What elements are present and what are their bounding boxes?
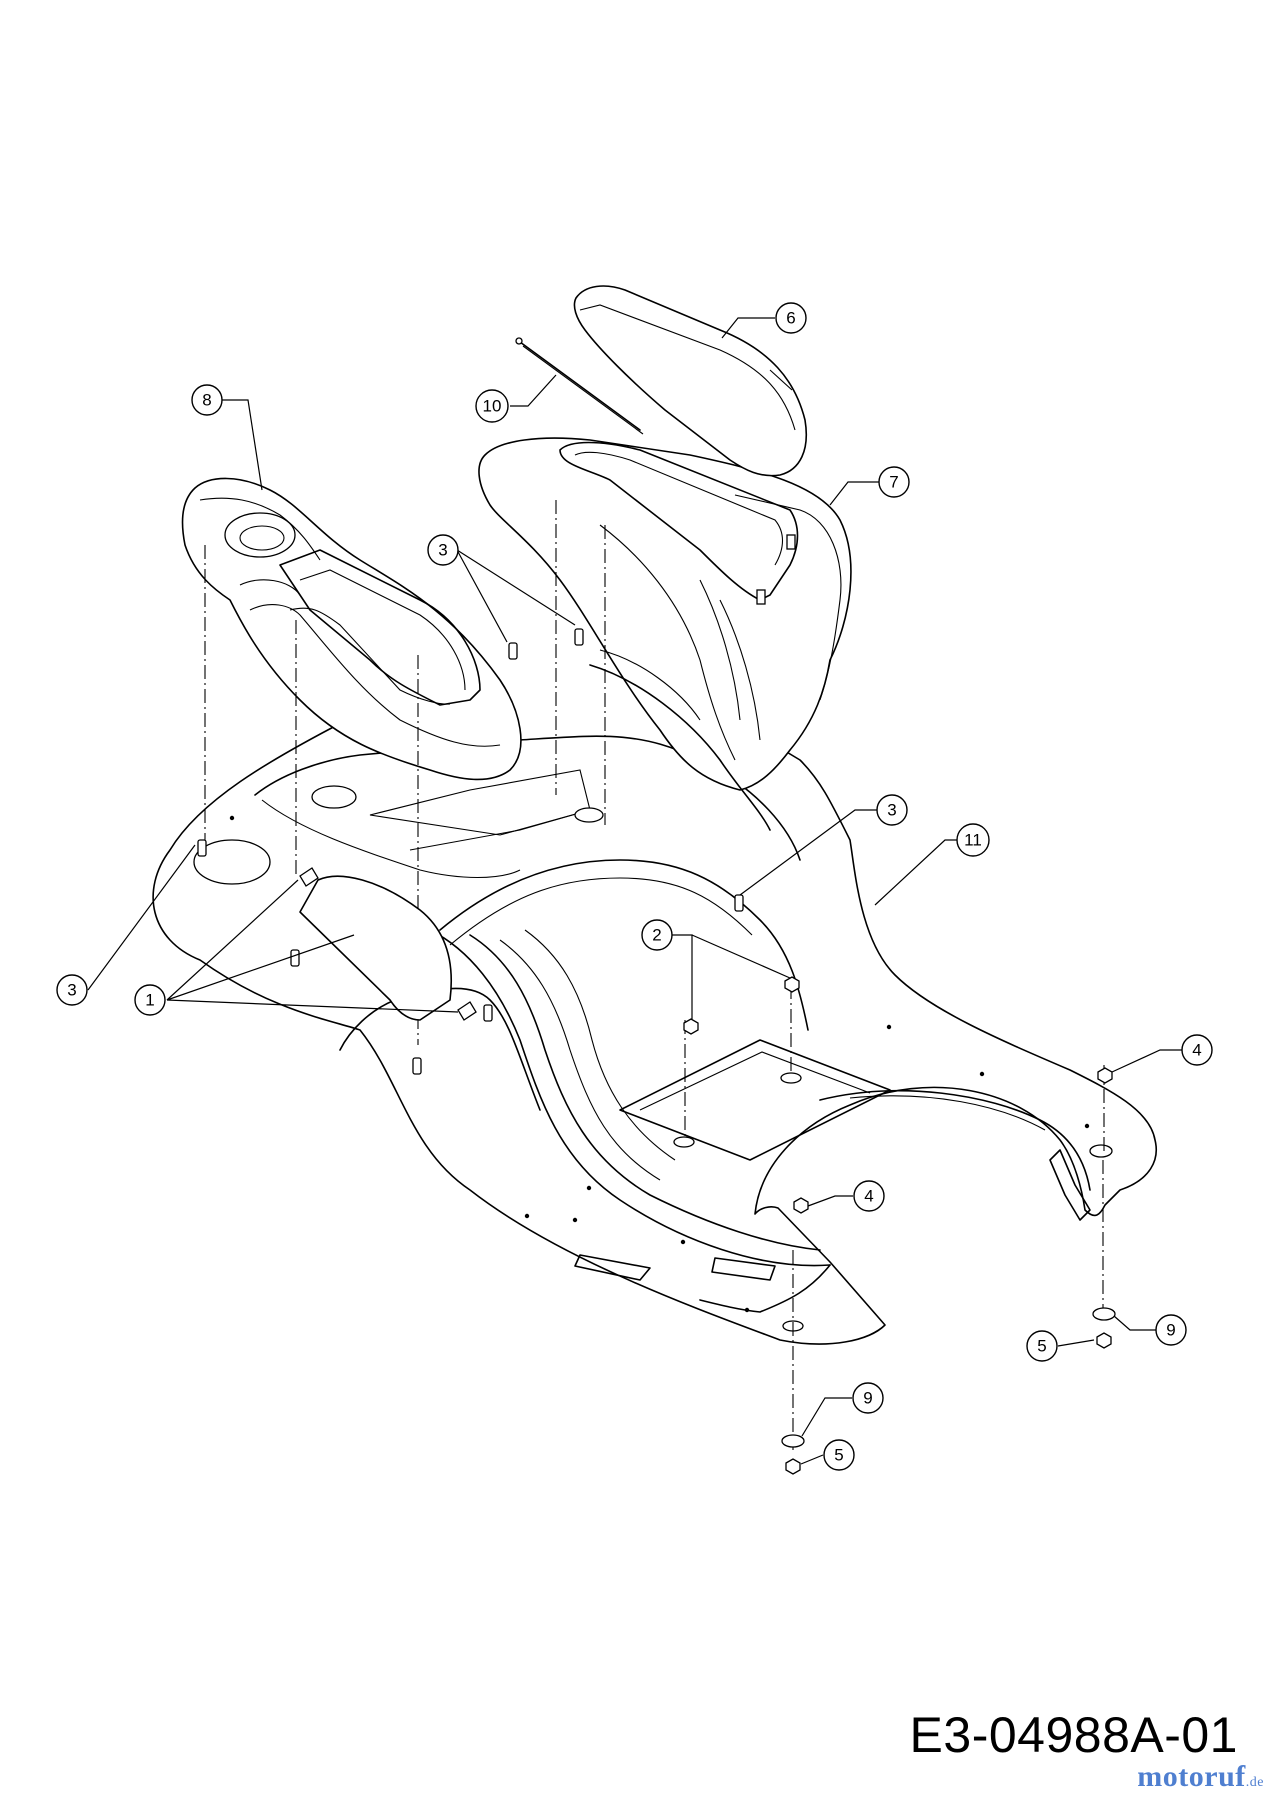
clip-icon — [299, 867, 319, 887]
callout-label: 6 — [786, 309, 795, 328]
callout-3a: 3 — [427, 534, 459, 566]
fender-part-7 — [478, 437, 852, 831]
callout-9b: 9 — [852, 1382, 884, 1414]
drawing-number: E3-04988A-01 — [909, 1707, 1238, 1763]
bolt-icon — [784, 976, 800, 993]
washer-icon — [781, 1434, 805, 1448]
callout-label: 11 — [964, 831, 982, 850]
callout-label: 3 — [67, 981, 76, 1000]
pin-icon — [197, 839, 207, 857]
panel-part-6 — [573, 285, 807, 477]
bolt-icon — [793, 1197, 809, 1214]
pin-icon — [483, 1004, 493, 1022]
callout-8: 8 — [191, 384, 223, 416]
pin-icon — [290, 949, 300, 967]
callout-label: 3 — [438, 541, 447, 560]
callouts: 6 10 8 7 3 3 11 3 — [56, 302, 1213, 1471]
nut-icon — [1096, 1332, 1112, 1349]
callout-label: 1 — [145, 991, 154, 1010]
callout-label: 4 — [1192, 1041, 1201, 1060]
callout-label: 7 — [889, 473, 898, 492]
callout-9a: 9 — [1155, 1314, 1187, 1346]
callout-1: 1 — [134, 984, 166, 1016]
watermark-logo: motoruf.de — [1137, 1760, 1264, 1794]
callout-label: 2 — [652, 926, 661, 945]
callout-label: 9 — [1166, 1321, 1175, 1340]
callout-label: 9 — [863, 1389, 872, 1408]
callout-label: 4 — [864, 1187, 873, 1206]
pin-icon — [574, 628, 584, 646]
pin-icon — [508, 642, 518, 660]
washer-icon — [1092, 1307, 1116, 1321]
callout-7: 7 — [878, 466, 910, 498]
callout-label: 10 — [483, 397, 502, 416]
watermark-brand: motoruf — [1137, 1760, 1246, 1793]
callout-4b: 4 — [853, 1180, 885, 1212]
nut-icon — [785, 1458, 801, 1475]
callout-label: 5 — [834, 1446, 843, 1465]
callout-label: 8 — [202, 391, 211, 410]
callout-label: 5 — [1037, 1337, 1046, 1356]
bolt-icon — [1097, 1067, 1113, 1084]
pin-icon — [734, 894, 744, 912]
callout-6: 6 — [775, 302, 807, 334]
callout-10: 10 — [475, 389, 509, 423]
assembly-lines — [204, 500, 1105, 1450]
clip-icon — [457, 1001, 477, 1021]
callout-3b: 3 — [876, 794, 908, 826]
hardware — [197, 628, 1116, 1475]
rod-part-10 — [515, 337, 644, 435]
callout-11: 11 — [956, 823, 990, 857]
callout-5b: 5 — [823, 1439, 855, 1471]
callout-5a: 5 — [1026, 1330, 1058, 1362]
callout-label: 3 — [887, 801, 896, 820]
pin-icon — [412, 1057, 422, 1075]
body-cover-part-11 — [152, 699, 1157, 1345]
callout-2: 2 — [641, 919, 673, 951]
dash-console-part-8 — [181, 477, 522, 781]
leader-lines — [87, 317, 1182, 1465]
watermark-tld: .de — [1245, 1775, 1264, 1790]
callout-4a: 4 — [1181, 1034, 1213, 1066]
bolt-icon — [683, 1018, 699, 1035]
callout-3c: 3 — [56, 974, 88, 1006]
